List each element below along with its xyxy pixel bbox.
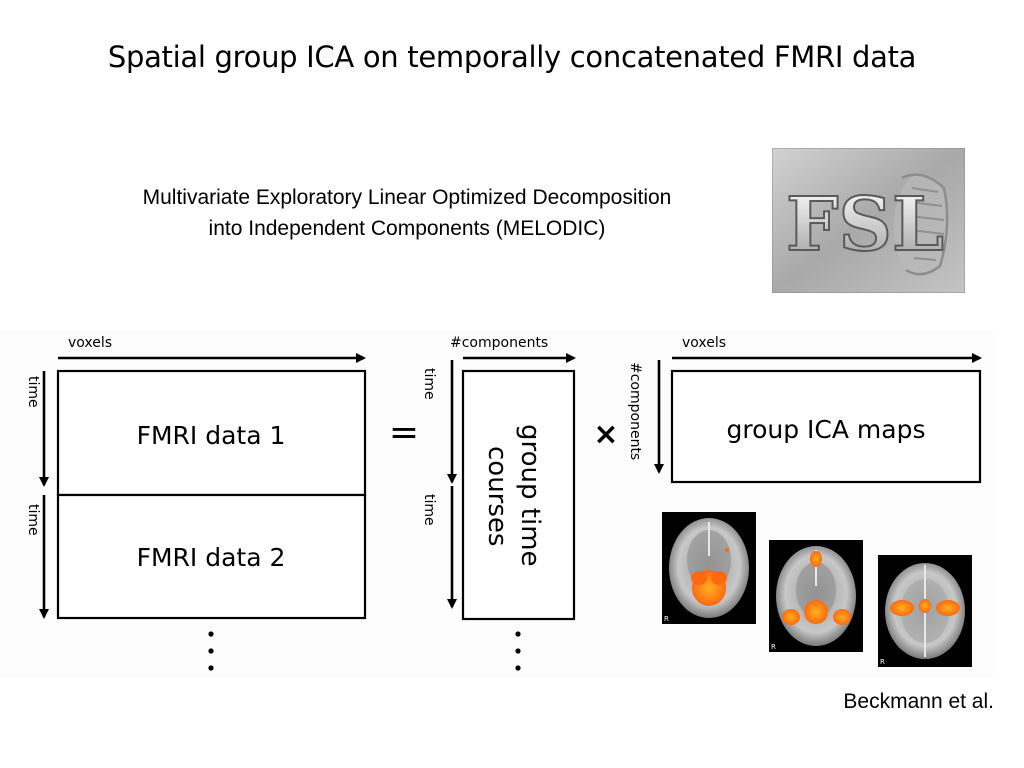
brain-thumbnail-3: R (878, 555, 972, 667)
thumbnail-orientation-label-2: R (771, 643, 776, 651)
citation: Beckmann et al. (843, 690, 994, 713)
fmri-data-2-label: FMRI data 2 (137, 543, 286, 572)
group-ica-maps-label: group ICA maps (727, 415, 926, 444)
group-timecourses-label-line-1: group time (515, 424, 545, 567)
equals-sign: = (389, 412, 419, 453)
continuation-dots-2 (515, 631, 521, 671)
maps-matrix: voxels #components group ICA maps (627, 335, 982, 484)
thumbnail-orientation-label-1: R (664, 615, 669, 623)
tc-time-axis-label-1: time (421, 368, 437, 400)
time-axis-label-2: time (25, 504, 41, 536)
voxels-axis-label: voxels (68, 335, 112, 351)
fsl-logo: FSL (772, 148, 965, 293)
slide-title: Spatial group ICA on temporally concaten… (107, 40, 917, 74)
slide-subtitle: Multivariate Exploratory Linear Optimize… (60, 182, 754, 244)
group-timecourses-label-line-2: courses (482, 446, 512, 546)
activation-blob (890, 600, 914, 616)
subtitle-line-2: into Independent Components (MELODIC) (208, 217, 606, 240)
data-matrix: voxels time time FMRI data 1 FMRI data 2 (25, 335, 367, 671)
tc-time-axis-label-2: time (421, 494, 437, 526)
brain-thumbnail-2: R (769, 540, 863, 652)
fossil-shape (894, 174, 950, 278)
continuation-dots-1 (208, 631, 214, 671)
time-axis-label-1: time (25, 376, 41, 408)
fsl-logo-text: FSL (786, 182, 944, 268)
fmri-data-block-2 (56, 493, 367, 620)
thumbnail-orientation-label-3: R (880, 658, 885, 666)
subtitle-line-1: Multivariate Exploratory Linear Optimize… (142, 186, 672, 209)
brain-thumbnail-1: R (662, 512, 756, 624)
fmri-data-1-label: FMRI data 1 (137, 421, 286, 450)
components-axis-label: #components (450, 335, 548, 351)
timecourse-matrix: #components time time group time courses (421, 335, 576, 671)
activation-blob (810, 551, 822, 567)
maps-voxels-axis-label: voxels (682, 335, 726, 351)
multiply-sign: × (593, 417, 618, 452)
maps-components-axis-label: #components (627, 362, 643, 460)
group-ica-maps-block (670, 369, 982, 484)
group-timecourses-block (461, 369, 576, 621)
